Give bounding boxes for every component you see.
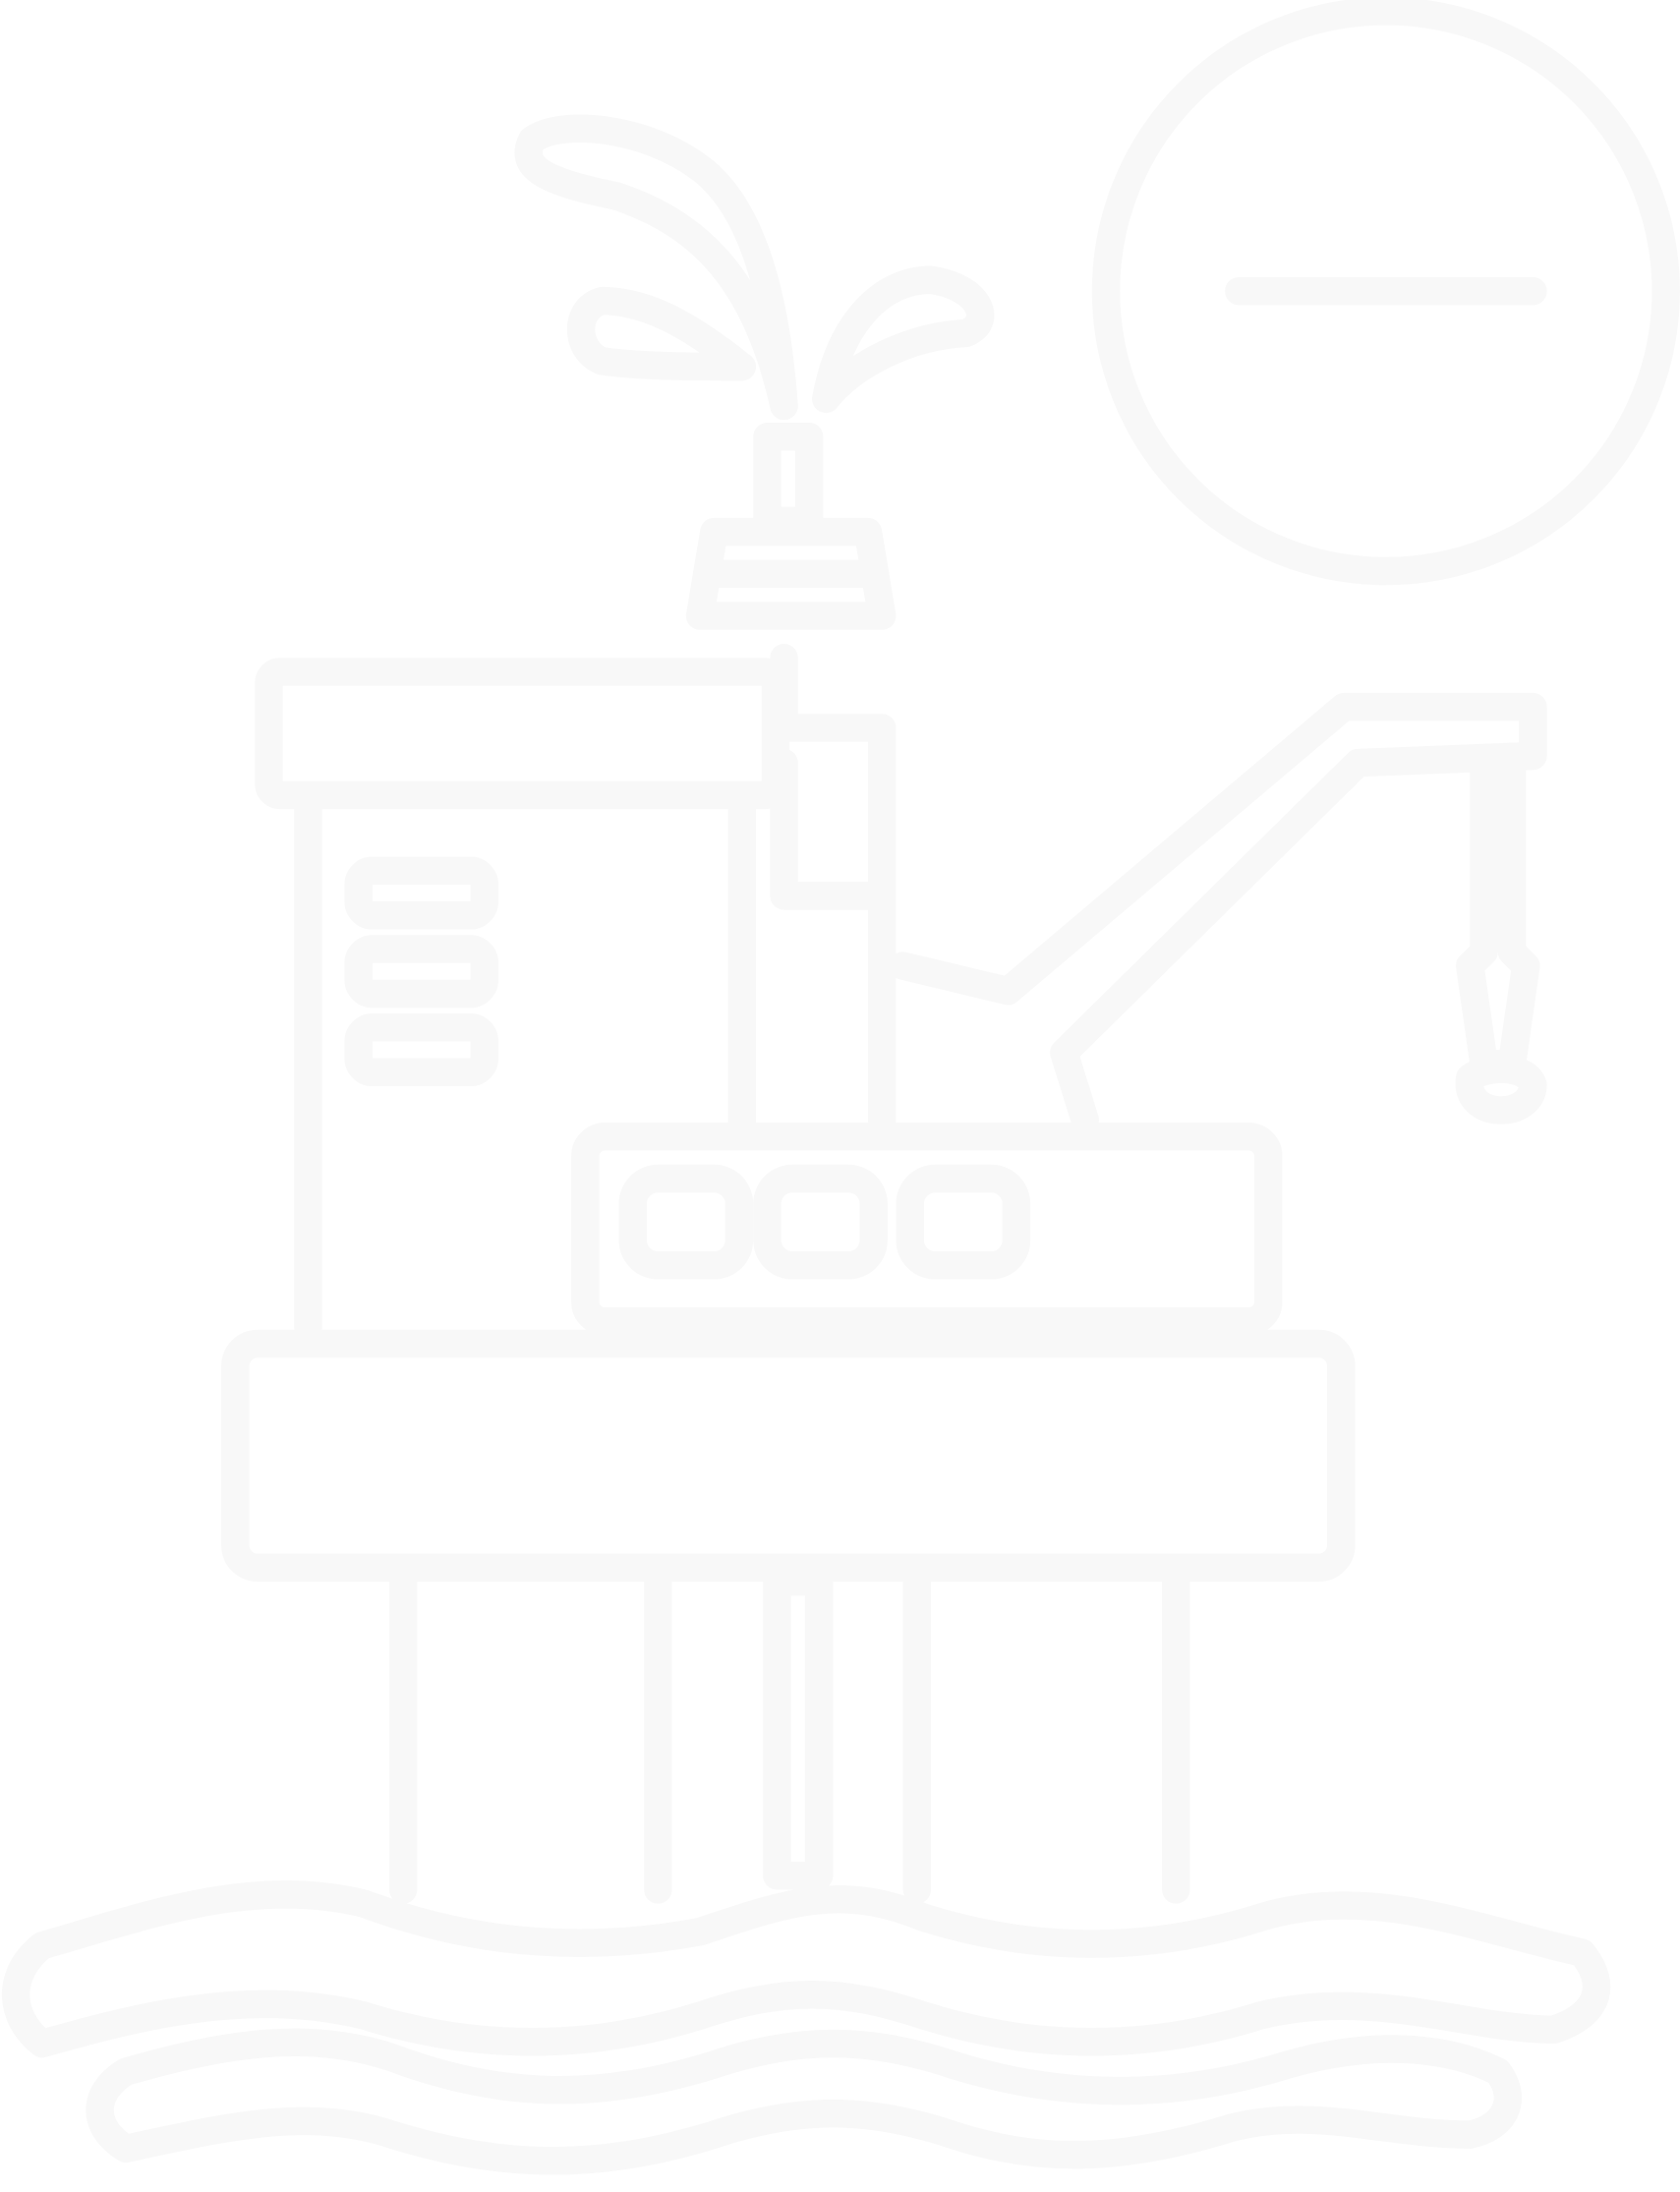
moon-icon: [1091, 0, 1680, 586]
flare-flame-icon: [514, 114, 995, 421]
window-bar-icon: [344, 1012, 499, 1087]
window-bar-icon: [344, 856, 499, 930]
main-deck-icon: [221, 1329, 1356, 1583]
machinery-deck-icon: [571, 1123, 1283, 1336]
water-waves-icon: [1, 1880, 1611, 2175]
crane-icon: [889, 692, 1547, 1134]
window-bar-icon: [344, 935, 499, 1009]
platform-legs-icon: [388, 1565, 1190, 1904]
flare-stack-icon: [685, 423, 897, 1134]
platform-building-icon: [255, 658, 790, 1342]
